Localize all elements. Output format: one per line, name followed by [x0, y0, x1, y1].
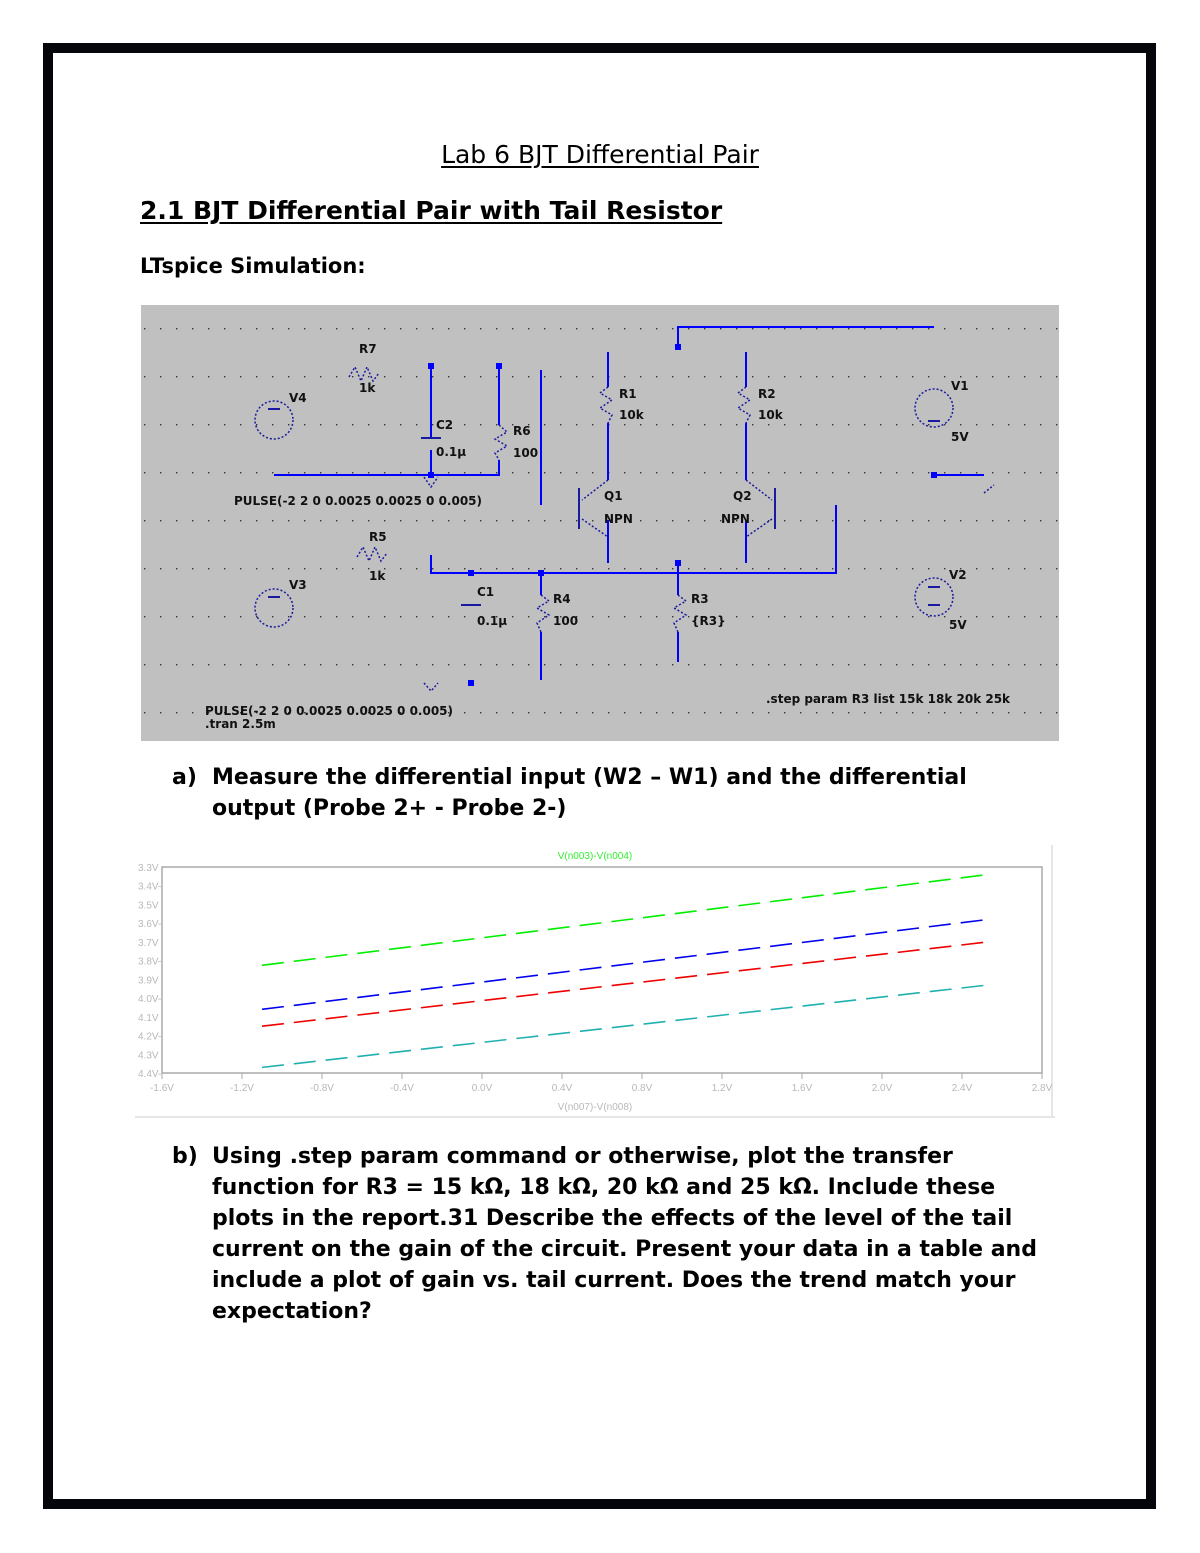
r6-name: R6 [513, 424, 531, 438]
x-tick-label: -0.4V [390, 1083, 414, 1094]
x-tick-label: -1.6V [150, 1083, 174, 1094]
y-tick-label: 4.4V- [138, 1069, 161, 1080]
ltspice-schematic: R7 1k V4 C2 0.1µ R6 100 PULSE(-2 2 0 0.0… [141, 305, 1059, 741]
section-heading: 2.1 BJT Differential Pair with Tail Resi… [140, 196, 723, 225]
c1-name: C1 [477, 585, 494, 599]
document-title: Lab 6 BJT Differential Pair [441, 140, 759, 169]
question-a-label: a) [172, 765, 197, 790]
junctions [428, 344, 937, 686]
x-axis-label: V(n007)-V(n008) [558, 1102, 632, 1113]
y-tick-label: 3.7V [138, 938, 159, 949]
x-tick-label: -1.2V [230, 1083, 254, 1094]
wires [274, 326, 984, 680]
c2-name: C2 [436, 418, 453, 432]
r5-value: 1k [369, 569, 386, 583]
chart-traces [261, 873, 989, 1069]
r6-value: 100 [513, 446, 538, 460]
chart-title: V(n003)-V(n004) [558, 851, 632, 862]
x-tick-label: 2.0V [872, 1083, 893, 1094]
y-tick-label: 3.6V- [138, 919, 161, 930]
question-a: a) Measure the differential input (W2 – W… [172, 762, 1032, 824]
y-tick-label: 4.2V- [138, 1032, 161, 1043]
subheading: LTspice Simulation: [140, 254, 366, 278]
x-tick-label: 1.2V [712, 1083, 733, 1094]
q1-name: Q1 [604, 489, 623, 503]
r2-value: 10k [758, 408, 784, 422]
r3-name: R3 [691, 592, 709, 606]
solid-symbols [268, 408, 940, 606]
plot-frame [161, 866, 1043, 1074]
y-tick-label: 4.1V [138, 1013, 159, 1024]
r4-name: R4 [553, 592, 571, 606]
v4-source: PULSE(-2 2 0 0.0025 0.0025 0 0.005) [234, 494, 482, 508]
x-tick-label: 0.4V [552, 1083, 573, 1094]
x-tick-label: -0.8V [310, 1083, 334, 1094]
grid-dots [141, 305, 1059, 741]
r1-name: R1 [619, 387, 637, 401]
y-tick-label: 4.0V- [138, 994, 161, 1005]
trace-red [261, 941, 989, 1027]
v3-source: PULSE(-2 2 0 0.0025 0.0025 0 0.005) [205, 704, 453, 718]
r1-value: 10k [619, 408, 645, 422]
y-tick-label: 3.9V [138, 975, 159, 986]
q2-model: NPN [721, 512, 750, 526]
question-b: b) Using .step param command or otherwise… [172, 1141, 1052, 1327]
y-tick-label: 3.8V- [138, 957, 161, 968]
y-axis-ticks: 3.3V 3.4V- 3.5V 3.6V- 3.7V 3.8V- 3.9V 4.0V- 4.1V… [138, 863, 161, 1080]
v2-value: 5V [949, 618, 967, 632]
v3-name: V3 [289, 578, 307, 592]
q1-model: NPN [604, 512, 633, 526]
v2-name: V2 [949, 568, 967, 582]
c2-value: 0.1µ [436, 445, 466, 459]
trace-green [261, 873, 989, 967]
v4-name: V4 [289, 391, 307, 405]
y-tick-label: 3.4V- [138, 882, 161, 893]
step-directive: .step param R3 list 15k 18k 20k 25k [766, 692, 1011, 706]
v1-name: V1 [951, 379, 969, 393]
trace-cyan [261, 984, 989, 1069]
x-tick-label: 2.8V [1032, 1083, 1053, 1094]
question-b-label: b) [172, 1144, 198, 1169]
x-axis-ticks: -1.6V -1.2V -0.8V -0.4V 0.0V 0.4V 0.8V 1.2V 1.6V… [150, 1073, 1053, 1094]
trace-blue [261, 918, 989, 1011]
r2-name: R2 [758, 387, 776, 401]
page-border [43, 43, 1156, 1509]
y-tick-label: 3.3V [138, 863, 159, 874]
r7-value: 1k [359, 381, 376, 395]
y-tick-label: 3.5V [138, 900, 159, 911]
v1-value: 5V [951, 430, 969, 444]
question-b-text: Using .step param command or otherwise, … [212, 1144, 1037, 1324]
r7-name: R7 [359, 342, 377, 356]
x-tick-label: 1.6V [792, 1083, 813, 1094]
x-tick-label: 0.8V [632, 1083, 653, 1094]
x-tick-label: 0.0V [472, 1083, 493, 1094]
component-symbols [254, 365, 995, 693]
q2-name: Q2 [733, 489, 752, 503]
r4-value: 100 [553, 614, 578, 628]
r5-name: R5 [369, 530, 387, 544]
r3-value: {R3} [691, 614, 726, 628]
x-tick-label: 2.4V [952, 1083, 973, 1094]
c1-value: 0.1µ [477, 614, 507, 628]
y-tick-label: 4.3V [138, 1050, 159, 1061]
question-a-text: Measure the differential input (W2 – W1)… [212, 765, 967, 821]
tran-directive: .tran 2.5m [205, 717, 276, 731]
